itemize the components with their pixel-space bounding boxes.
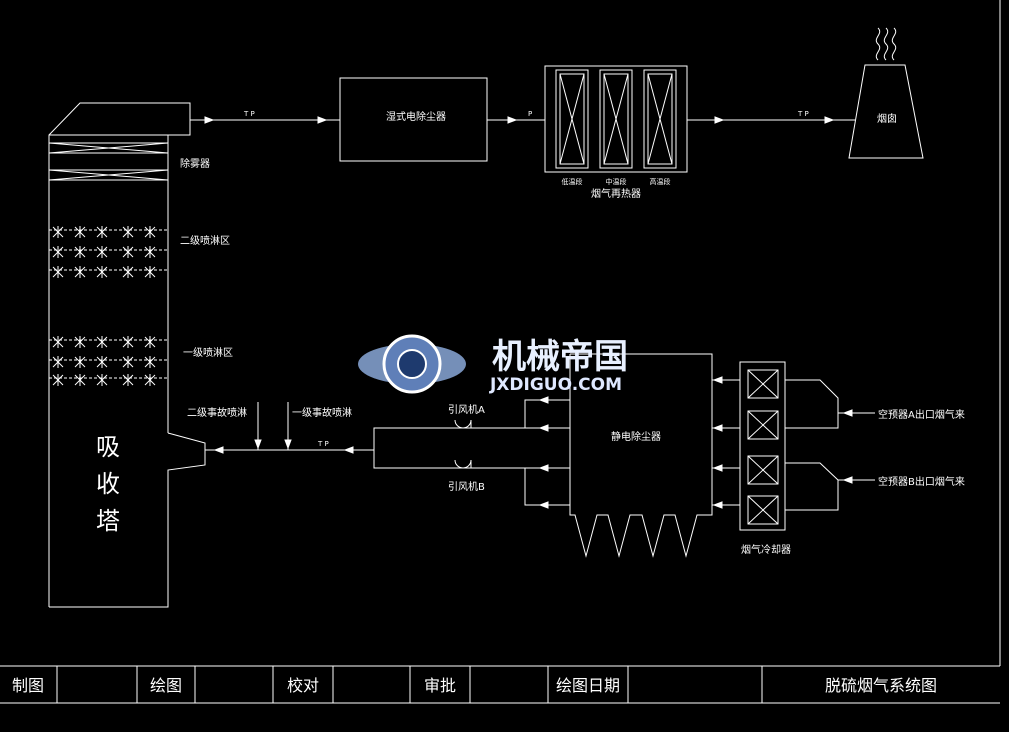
title-block: 制图 绘图 校对 审批 绘图日期 脱硫烟气系统图: [0, 665, 1000, 704]
nozzle-icon: [52, 226, 64, 238]
ggh-panel: [555, 69, 589, 169]
wet-esp: 湿式电除尘器: [339, 77, 488, 162]
nozzle-icon: [122, 356, 134, 368]
cooler-label: 烟气冷却器: [741, 543, 791, 556]
drawing-title: 脱硫烟气系统图: [825, 676, 937, 695]
tb-draw: 制图: [12, 676, 44, 695]
nozzle-icon: [74, 356, 86, 368]
cooler-panel: [747, 369, 779, 399]
ggh-mid-label: 中温段: [606, 177, 627, 186]
nozzle-icon: [144, 226, 156, 238]
nozzle-icon: [96, 374, 108, 386]
accident1-label: 一级事故喷淋: [292, 406, 352, 419]
watermark-main: 机械帝国: [492, 337, 628, 377]
demister-label: 除雾器: [180, 157, 210, 170]
nozzle-icon: [122, 336, 134, 348]
spray2-label: 二级喷淋区: [180, 234, 230, 247]
svg-text:T P: T P: [797, 110, 809, 118]
ggh-high-label: 高温段: [650, 177, 671, 186]
nozzle-icon: [144, 246, 156, 258]
watermark-sub: JXDIGUO.COM: [489, 375, 622, 395]
ggh-panel: [599, 69, 633, 169]
watermark: 机械帝国 JXDIGUO.COM: [358, 334, 628, 395]
air-a-label: 空预器A出口烟气来: [878, 408, 965, 421]
cooler-link: [712, 464, 740, 472]
nozzle-icon: [96, 226, 108, 238]
cooler-panel: [747, 410, 779, 440]
air-preheater-inlets: 空预器A出口烟气来 空预器B出口烟气来: [785, 379, 965, 511]
chimney: 烟囱: [848, 27, 924, 159]
nozzle-icon: [52, 266, 64, 278]
ggh-panel: [643, 69, 677, 169]
nozzle-icon: [74, 374, 86, 386]
cooler-panel: [747, 455, 779, 485]
nozzle-icon: [144, 266, 156, 278]
nozzle-icon: [122, 246, 134, 258]
fan-a-label: 引风机A: [448, 403, 485, 416]
ggh-low-label: 低温段: [562, 177, 583, 186]
cooler-panel: [747, 495, 779, 525]
nozzle-icon: [74, 226, 86, 238]
air-b-label: 空预器B出口烟气来: [878, 475, 965, 488]
accident2-label: 二级事故喷淋: [187, 406, 247, 419]
nozzle-icon: [122, 374, 134, 386]
flue-gas-cooler: 烟气冷却器: [712, 361, 791, 556]
gas-reheater: 低温段 中温段 高温段 烟气再热器: [544, 65, 688, 200]
absorber-label-1: 吸: [96, 433, 120, 461]
absorber-label-2: 收: [96, 470, 120, 498]
svg-text:T P: T P: [243, 110, 255, 118]
nozzle-icon: [74, 246, 86, 258]
nozzle-icon: [52, 356, 64, 368]
cooler-link: [712, 376, 740, 384]
absorber-tower: 吸 收 塔: [48, 102, 206, 608]
cooler-link: [712, 424, 740, 432]
tb-plot: 绘图: [150, 676, 182, 695]
tb-approve: 审批: [424, 676, 456, 695]
nozzle-icon: [52, 336, 64, 348]
fan-b-label: 引风机B: [448, 480, 485, 493]
absorber-label-3: 塔: [96, 507, 120, 535]
nozzle-icon: [52, 246, 64, 258]
spray-nozzles: [52, 226, 156, 386]
bottom-flue-line: T P: [205, 396, 570, 509]
svg-text:P: P: [528, 110, 532, 118]
nozzle-icon: [74, 336, 86, 348]
wesp-label: 湿式电除尘器: [386, 110, 446, 123]
nozzle-icon: [96, 336, 108, 348]
nozzle-icon: [96, 246, 108, 258]
fan-a: 引风机A: [448, 403, 485, 429]
nozzle-icon: [122, 266, 134, 278]
nozzle-icon: [52, 374, 64, 386]
nozzle-icon: [144, 374, 156, 386]
nozzle-icon: [144, 336, 156, 348]
nozzle-icon: [96, 266, 108, 278]
tb-check: 校对: [287, 676, 319, 695]
nozzle-icon: [122, 226, 134, 238]
ggh-label: 烟气再热器: [591, 187, 641, 200]
fan-b: 引风机B: [448, 459, 485, 493]
nozzle-icon: [74, 266, 86, 278]
nozzle-icon: [144, 356, 156, 368]
demister: [48, 142, 169, 181]
chimney-label: 烟囱: [877, 112, 897, 125]
spray1-label: 一级喷淋区: [183, 346, 233, 359]
electrostatic-precipitator: 静电除尘器: [569, 353, 713, 558]
nozzle-icon: [96, 356, 108, 368]
esp-label: 静电除尘器: [611, 430, 661, 443]
tb-date: 绘图日期: [556, 676, 620, 695]
cooler-link: [712, 501, 740, 509]
svg-text:T P: T P: [317, 440, 329, 448]
top-flue-line: T P P T P: [190, 110, 855, 124]
